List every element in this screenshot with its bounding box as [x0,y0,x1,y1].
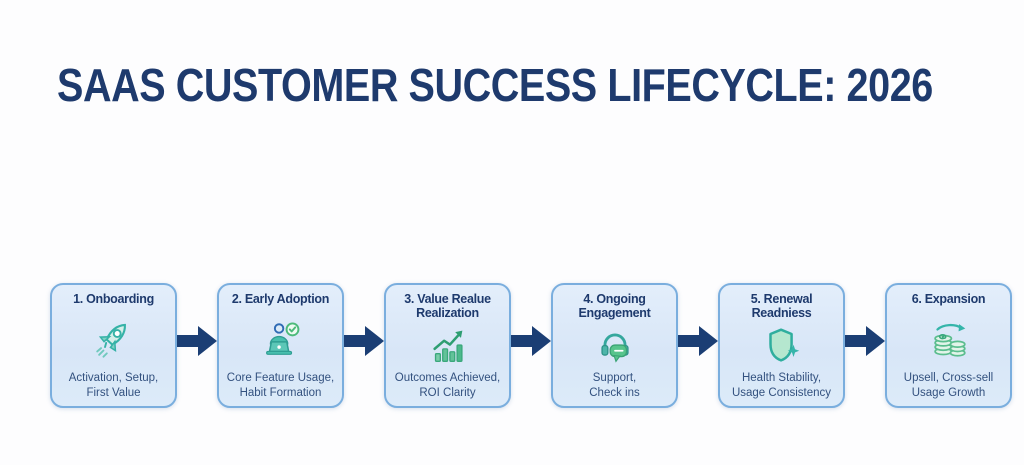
stage-subtitle: Health Stability, Usage Consistency [731,372,832,399]
lifecycle-flow: 1. Onboarding Activation, Setup, First V… [50,283,1012,408]
stage-icon [91,306,137,371]
shield-plus-icon [768,328,799,362]
stage-title: 3. Value Realue Realization [404,292,491,321]
stage-card: 1. Onboarding Activation, Setup, First V… [50,283,177,408]
stage-icon [592,321,638,372]
stage-subtitle: Support, Check ins [589,372,640,399]
flow-connector [845,283,885,399]
stage-card: 3. Value Realue Realization Outcomes Ach… [384,283,511,408]
stage-subtitle: Activation, Setup, First Value [68,372,159,399]
stage-card: 4. Ongoing Engagement Support, Check ins [551,283,678,408]
stage-subtitle: Core Feature Usage, Habit Formation [226,372,335,399]
coins-growth-icon [933,323,966,357]
arrow-right-icon [344,326,384,356]
headset-chat-icon [600,333,629,363]
stage-title: 4. Ongoing Engagement [578,292,651,321]
stage-icon [926,306,972,371]
stage-title: 5. Renewal Readniess [750,292,813,321]
page-title: SAAS CUSTOMER SUCCESS LIFECYCLE: 2026 [57,59,933,111]
arrow-right-icon [845,326,885,356]
stage-subtitle: Outcomes Achieved, ROI Clarity [394,372,501,399]
stage-subtitle: Upsell, Cross-sell Usage Growth [903,372,994,399]
stage-icon [759,321,805,372]
user-laptop-check-icon [265,322,299,355]
flow-connector [678,283,718,399]
flow-connector [177,283,217,399]
stage-title: 2. Early Adoption [231,292,330,306]
growth-chart-icon [432,330,463,363]
stage-card: 5. Renewal Readniess Health Stability, U… [718,283,845,408]
stage-icon [258,306,304,371]
stage-title: 1. Onboarding [73,292,154,306]
rocket-icon [95,323,126,358]
flow-connector [511,283,551,399]
flow-connector [344,283,384,399]
stage-icon [425,321,471,372]
stage-title: 6. Expansion [911,292,986,306]
stage-card: 6. Expansion Upsell, Cross-sell Usage Gr… [885,283,1012,408]
arrow-right-icon [511,326,551,356]
arrow-right-icon [177,326,217,356]
arrow-right-icon [678,326,718,356]
stage-card: 2. Early Adoption Core Feature Usage, Ha… [217,283,344,408]
